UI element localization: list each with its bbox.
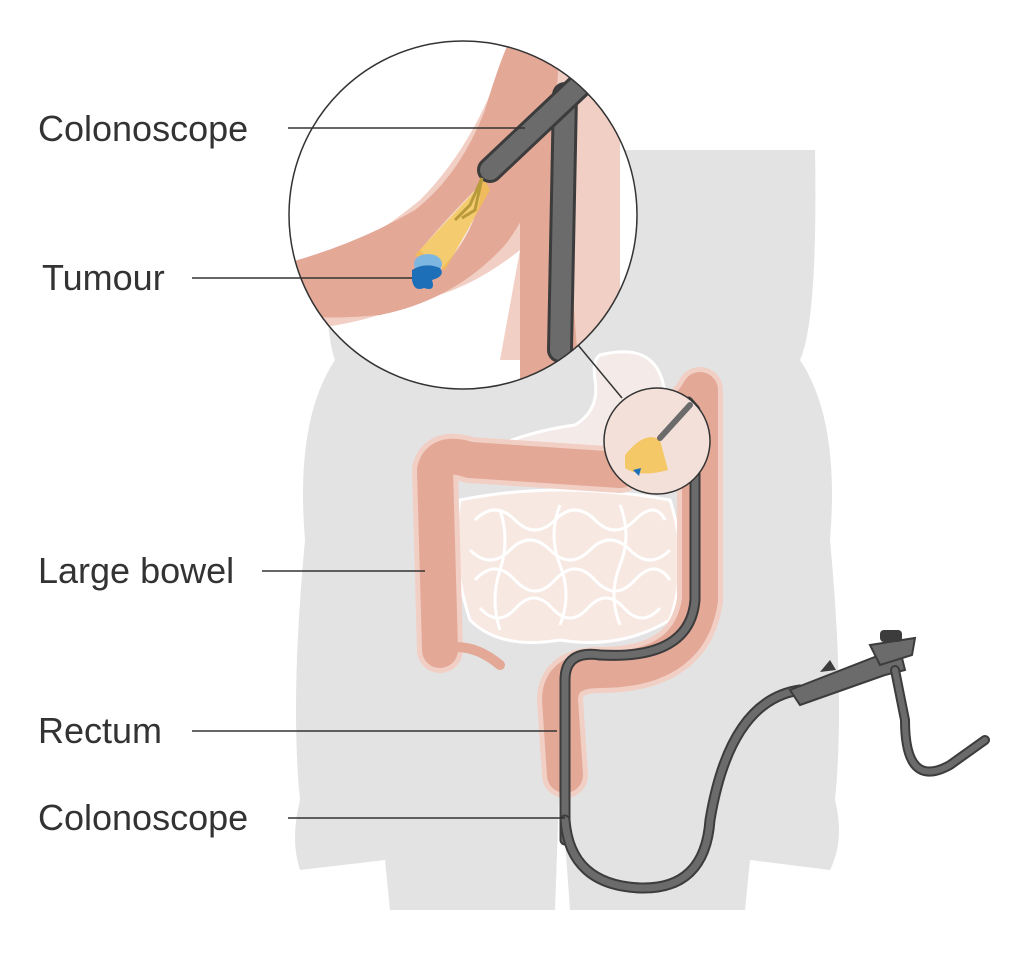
colonoscope-icon bbox=[788, 630, 990, 777]
zoom-connector bbox=[577, 344, 623, 399]
label-tumour: Tumour bbox=[42, 257, 165, 298]
label-colonoscope-main: Colonoscope bbox=[38, 797, 249, 838]
tumour-icon bbox=[412, 254, 442, 289]
colonoscope-tube bbox=[559, 396, 806, 894]
leader-lines bbox=[192, 127, 565, 819]
label-colonoscope-zoom: Colonoscope bbox=[38, 108, 249, 149]
small-bowel bbox=[455, 488, 682, 644]
label-large-bowel: Large bowel bbox=[38, 550, 235, 591]
inset-circle-small bbox=[603, 387, 711, 495]
label-rectum: Rectum bbox=[38, 710, 163, 751]
